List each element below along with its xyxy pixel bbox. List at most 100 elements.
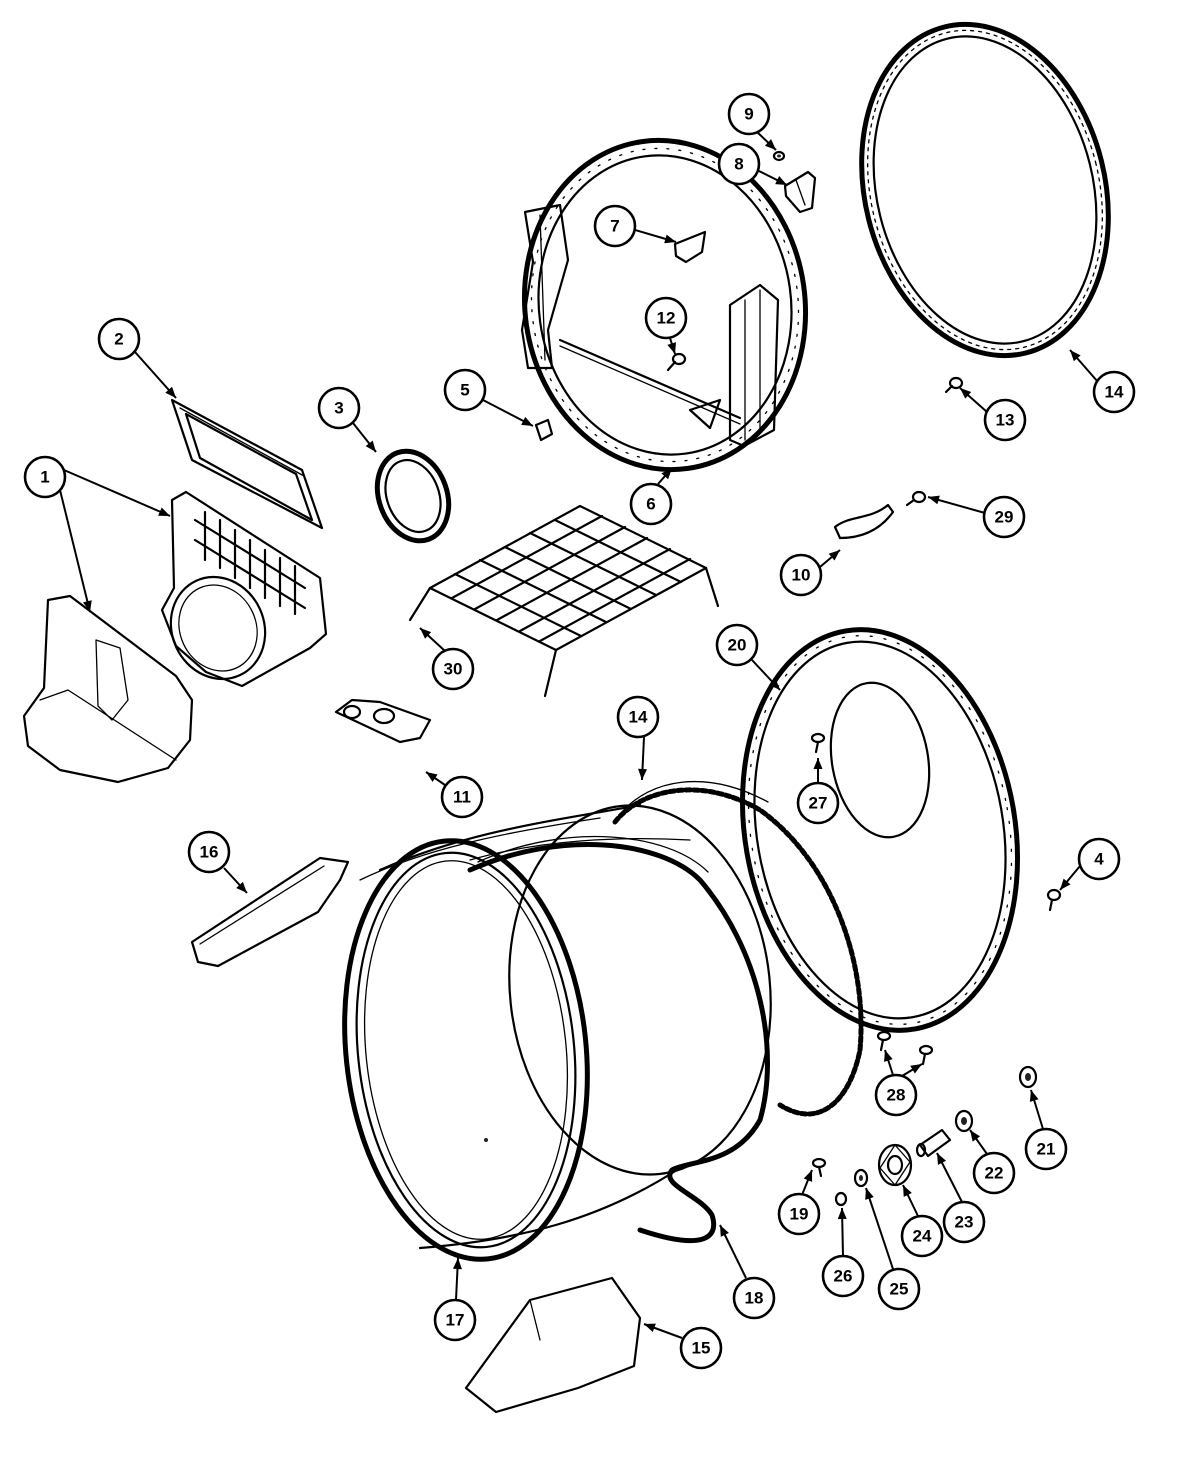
- callout-10-label: 10: [792, 566, 811, 585]
- front-air-duct-lower: [22, 594, 194, 784]
- callout-6: 6: [629, 482, 673, 526]
- leader-20: [751, 659, 781, 691]
- callout-12-label: 12: [657, 309, 676, 328]
- callout-29-label: 29: [995, 508, 1014, 527]
- leader-1b: [63, 469, 171, 517]
- callout-10: 10: [779, 553, 823, 597]
- callout-6-label: 6: [646, 495, 655, 514]
- callout-17-label: 17: [446, 1311, 465, 1330]
- screw-29: [905, 490, 927, 507]
- leader-21: [1029, 1089, 1044, 1130]
- callout-19-label: 19: [790, 1205, 809, 1224]
- rear-duct-15: [464, 1276, 642, 1414]
- drum-belt: [467, 835, 770, 1244]
- callout-22: 22: [972, 1151, 1016, 1195]
- callout-27: 27: [796, 781, 840, 825]
- callout-11: 11: [440, 775, 484, 819]
- callout-7: 7: [593, 204, 637, 248]
- washer-21: [1018, 1065, 1038, 1089]
- screw-12: [666, 352, 687, 372]
- callout-15-label: 15: [692, 1339, 711, 1358]
- callout-19: 19: [777, 1192, 821, 1236]
- washer-22: [954, 1109, 974, 1133]
- rear-drum-head: [740, 627, 1020, 1033]
- drying-rack: [408, 504, 720, 698]
- callout-20: 20: [715, 623, 759, 667]
- leader-30: [419, 627, 446, 652]
- callout-14-middle-label: 14: [629, 708, 648, 727]
- callout-14-top: 14: [1092, 370, 1136, 414]
- callout-14-middle: 14: [616, 695, 660, 739]
- screw-19: [811, 1157, 827, 1178]
- leader-17: [452, 1257, 462, 1301]
- callout-23: 23: [942, 1200, 986, 1244]
- screw-13: [944, 376, 964, 394]
- callout-13: 13: [983, 398, 1027, 442]
- leader-4: [1059, 865, 1081, 891]
- leader-27: [813, 758, 823, 783]
- callout-21-label: 21: [1037, 1140, 1056, 1159]
- leader-28a: [884, 1049, 894, 1076]
- leader-14a: [1069, 349, 1099, 383]
- callout-18: 18: [732, 1276, 776, 1320]
- callout-5-label: 5: [460, 381, 469, 400]
- leader-15: [643, 1323, 683, 1339]
- callout-28: 28: [874, 1073, 918, 1117]
- leader-19: [801, 1169, 813, 1196]
- clip-7: [673, 230, 707, 264]
- callout-13-label: 13: [996, 411, 1015, 430]
- callout-29: 29: [982, 495, 1026, 539]
- callout-1-label: 1: [40, 468, 49, 487]
- bearing-seal-ring: [374, 448, 452, 544]
- callout-16-label: 16: [200, 843, 219, 862]
- leader-26: [837, 1207, 847, 1257]
- leader-11: [425, 771, 446, 786]
- callout-4-label: 4: [1094, 850, 1104, 869]
- leader-8: [756, 169, 788, 186]
- callout-20-label: 20: [728, 636, 747, 655]
- callout-26-label: 26: [834, 1267, 853, 1286]
- drum: [342, 803, 772, 1262]
- leader-7: [634, 229, 677, 244]
- callout-26: 26: [821, 1254, 865, 1298]
- rear-bulkhead: [520, 137, 809, 473]
- leader-3: [352, 422, 377, 453]
- leader-16: [223, 867, 248, 894]
- callout-24: 24: [900, 1214, 944, 1258]
- shaft-23: [915, 1128, 952, 1158]
- callout-4: 4: [1077, 837, 1121, 881]
- leader-24: [902, 1184, 919, 1217]
- callout-27-label: 27: [809, 794, 828, 813]
- clip-5: [534, 418, 554, 442]
- washer-25: [853, 1168, 869, 1188]
- callout-16: 16: [187, 830, 231, 874]
- pins-28: [876, 1030, 934, 1066]
- leader-18: [719, 1224, 747, 1279]
- bracket-11: [334, 698, 432, 744]
- callout-25-label: 25: [890, 1280, 909, 1299]
- leader-22: [969, 1129, 988, 1155]
- drum-seal-ring-top: [859, 21, 1111, 359]
- drum-seal-ring-middle: [612, 780, 864, 1117]
- leader-14b: [638, 736, 648, 781]
- callout-12: 12: [644, 296, 688, 340]
- leader-2: [134, 351, 177, 399]
- clip-26: [834, 1191, 848, 1207]
- callout-3-label: 3: [334, 399, 343, 418]
- leader-5: [482, 399, 534, 427]
- callout-15: 15: [679, 1326, 723, 1370]
- callout-3: 3: [317, 386, 361, 430]
- leader-12: [667, 337, 677, 355]
- callout-22-label: 22: [985, 1164, 1004, 1183]
- leader-10: [819, 549, 841, 568]
- callout-11-label: 11: [453, 788, 471, 807]
- lint-filter: [170, 398, 324, 530]
- glide-10: [833, 503, 895, 540]
- callout-9-label: 9: [744, 105, 753, 124]
- callout-7-label: 7: [610, 217, 619, 236]
- callout-8-label: 8: [734, 155, 743, 174]
- bracket-8: [783, 170, 817, 214]
- callout-14-top-label: 14: [1105, 383, 1124, 402]
- callout-5: 5: [443, 368, 487, 412]
